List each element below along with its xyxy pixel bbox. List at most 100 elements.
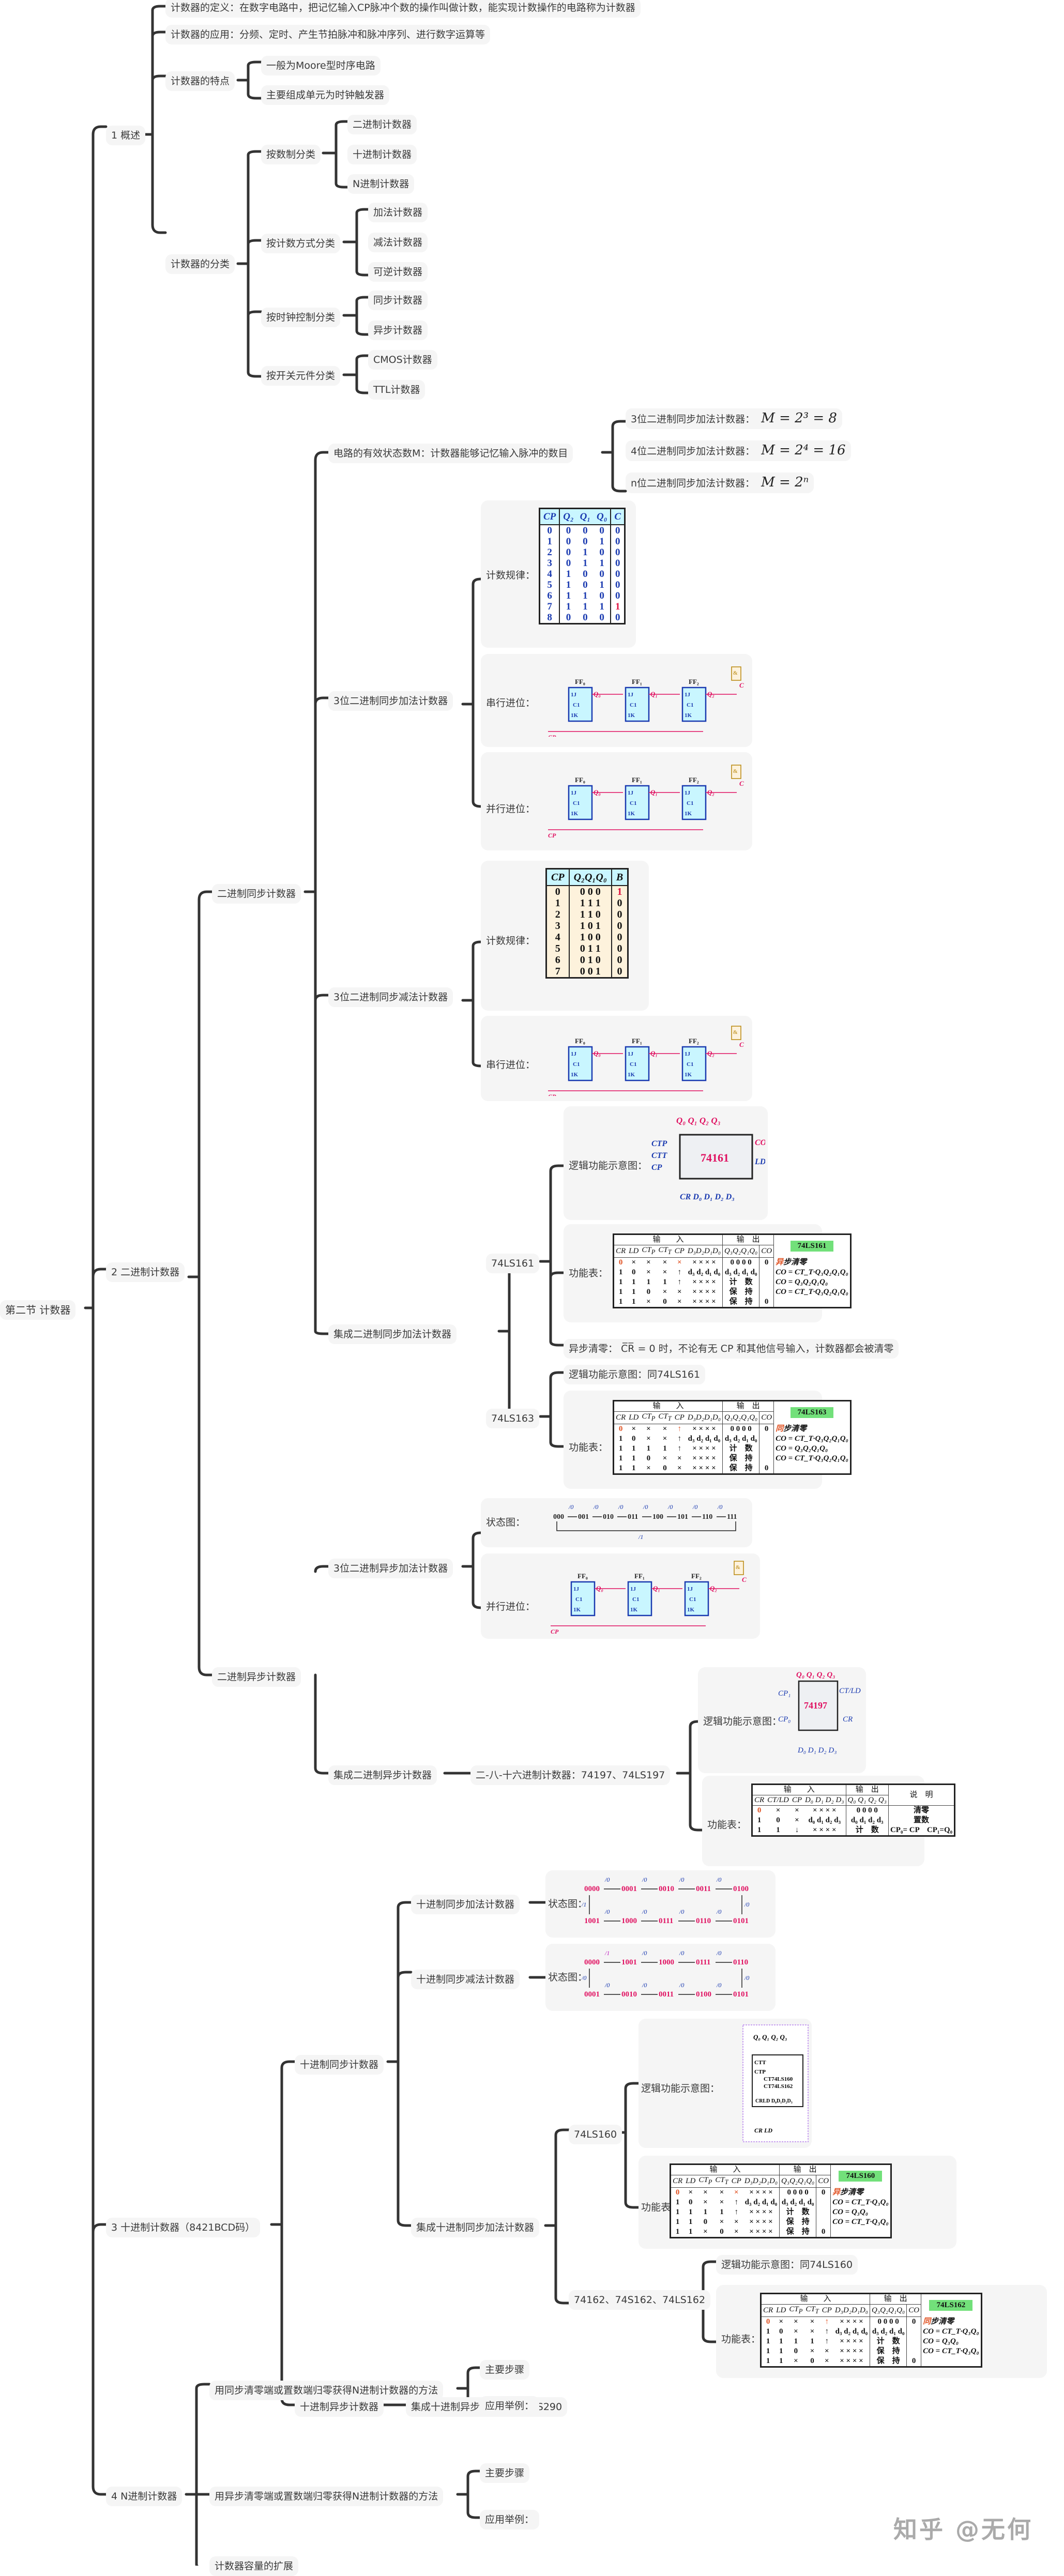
- ff-pin: C1: [687, 800, 693, 806]
- table-cell: ×: [810, 2347, 815, 2355]
- class-item[interactable]: N进制计数器: [347, 174, 415, 194]
- table-cell: 1: [618, 1278, 623, 1286]
- output-label: /1: [638, 1533, 643, 1541]
- ff-pin: 1J: [685, 790, 691, 796]
- dec-async-node[interactable]: 十进制异步计数器: [295, 2397, 384, 2417]
- ls160-node[interactable]: 74LS160: [569, 2125, 622, 2144]
- class-item[interactable]: 加法计数器: [368, 203, 428, 222]
- dec-up-node[interactable]: 十进制同步加法计数器: [411, 1895, 520, 1914]
- class-item[interactable]: 可逆计数器: [368, 262, 428, 282]
- table-cell: 0: [611, 909, 628, 920]
- state-node: 0000: [584, 1958, 600, 1967]
- table-note: CO = CT_T·Q₃Q₂Q₁Q₀: [773, 1434, 851, 1444]
- ls162-node[interactable]: 74162、74S162、74LS162: [569, 2290, 711, 2310]
- async-clear-note[interactable]: 异步清零： C̅R̅ = 0 时，不论有无 CP 和其他信号输入，计数器都会被清…: [564, 1339, 899, 1359]
- table-cell: d₃ d₂ d₁ d₀: [722, 1268, 759, 1277]
- s4-node[interactable]: 4 N进制计数器: [106, 2487, 183, 2506]
- class-item[interactable]: 同步计数器: [368, 291, 428, 310]
- dec-sync-label: 十进制同步计数器: [300, 2059, 379, 2070]
- ls163-logic-node[interactable]: 逻辑功能示意图：同74LS161: [564, 1365, 706, 1384]
- s1-definition[interactable]: 计数器的定义：在数字电路中，把记忆输入CP脉冲个数的操作叫做计数，能实现计数操作…: [165, 0, 641, 18]
- state-count-node[interactable]: 电路的有效状态数M：计数器能够记忆输入脉冲的数目: [328, 444, 573, 463]
- class-group[interactable]: 按数制分类: [261, 145, 321, 164]
- int-async-node[interactable]: 集成二进制异步计数器: [328, 1765, 437, 1785]
- table-cell: × × × ×: [840, 2347, 863, 2355]
- table-cell: 0 0 0 0: [845, 1805, 889, 1816]
- ls163-node[interactable]: 74LS163: [486, 1409, 540, 1428]
- down3-node[interactable]: 3位二进制同步减法计数器: [328, 987, 453, 1007]
- svg-text:CR: CR: [843, 1715, 853, 1724]
- table-cell: 1 0 1: [568, 920, 612, 932]
- s2-node[interactable]: 2 二进制计数器: [106, 1262, 185, 1282]
- table-cell: × × × ×: [840, 2318, 863, 2326]
- int-dec-node[interactable]: 集成十进制同步加法计数器: [411, 2218, 540, 2237]
- table-cell: 1: [618, 1464, 623, 1472]
- class-item[interactable]: TTL计数器: [368, 380, 425, 400]
- ls161-node[interactable]: 74LS161: [486, 1254, 540, 1273]
- carry-output: C: [739, 780, 744, 787]
- ff-label: FF₀: [577, 1572, 588, 1580]
- async-binary-node[interactable]: 二进制异步计数器: [212, 1667, 301, 1687]
- state-node: 000: [553, 1513, 564, 1521]
- class-item[interactable]: 异步计数器: [368, 321, 428, 340]
- table-cell: 0: [611, 897, 628, 909]
- formula-node[interactable]: 3位二进制同步加法计数器： M = 2³ = 8: [626, 408, 842, 429]
- table-cell: × × × ×: [749, 2228, 773, 2236]
- ff-pin: 1K: [630, 1607, 638, 1613]
- method-item[interactable]: 应用举例：: [480, 2510, 540, 2529]
- sync-binary-node[interactable]: 二进制同步计数器: [212, 884, 301, 904]
- state-label: 状态图：: [548, 1972, 588, 1983]
- method-item[interactable]: 主要步骤: [480, 2463, 530, 2483]
- table-cell: ×: [631, 1258, 636, 1267]
- table-cell: ×: [646, 1268, 651, 1276]
- class-group[interactable]: 按时钟控制分类: [261, 308, 341, 327]
- method-item[interactable]: 主要步骤: [480, 2360, 530, 2380]
- cp-label: CP: [548, 832, 556, 839]
- dec-sync-node[interactable]: 十进制同步计数器: [295, 2055, 384, 2075]
- class-item[interactable]: CMOS计数器: [368, 350, 437, 370]
- s1-features[interactable]: 计数器的特点: [165, 71, 235, 91]
- formula-node[interactable]: n位二进制同步加法计数器： M = 2ⁿ: [626, 472, 814, 493]
- ls162-logic-node[interactable]: 逻辑功能示意图：同74LS160: [716, 2255, 858, 2275]
- table-cell: 1: [599, 558, 604, 569]
- table-cell: 1: [547, 536, 552, 547]
- output-label: /0: [642, 1949, 647, 1957]
- method-async-node[interactable]: 用异步清零端或置数端归零获得N进制计数器的方法: [209, 2487, 444, 2506]
- method-sync-node[interactable]: 用同步清零端或置数端归零获得N进制计数器的方法: [209, 2381, 444, 2400]
- chip-74197-node[interactable]: 二-八-十六进制计数器：74197、74LS197: [470, 1765, 671, 1785]
- up3-node[interactable]: 3位二进制同步加法计数器: [328, 691, 453, 711]
- svg-text:Q₀ Q₁ Q₂ Q₃: Q₀ Q₁ Q₂ Q₃: [676, 1116, 721, 1125]
- int-sync-node[interactable]: 集成二进制同步加法计数器: [328, 1324, 457, 1344]
- table-cell: ×: [662, 1425, 667, 1433]
- root-node[interactable]: 第二节 计数器: [0, 1300, 76, 1320]
- capacity-node[interactable]: 计数器容量的扩展: [209, 2556, 299, 2576]
- async-up3-node[interactable]: 3位二进制异步加法计数器: [328, 1559, 453, 1578]
- method-item-label: 应用举例：: [485, 2514, 535, 2525]
- class-item[interactable]: 二进制计数器: [347, 115, 417, 134]
- class-item[interactable]: 减法计数器: [368, 233, 428, 252]
- feature-item[interactable]: 主要组成单元为时钟触发器: [261, 85, 390, 105]
- formula-label: 3位二进制同步加法计数器：: [631, 414, 755, 425]
- table-cell: 0: [663, 1464, 667, 1472]
- table-cell: ×: [810, 2318, 815, 2326]
- s1-classification[interactable]: 计数器的分类: [165, 254, 235, 274]
- formula-node[interactable]: 4位二进制同步加法计数器： M = 2⁴ = 16: [626, 440, 851, 461]
- class-group[interactable]: 按计数方式分类: [261, 234, 341, 253]
- table-cell: ↑: [677, 1278, 682, 1286]
- method-item[interactable]: 应用举例：: [480, 2396, 540, 2416]
- item-label: 可逆计数器: [373, 266, 423, 278]
- feature-item[interactable]: 一般为Moore型时序电路: [261, 56, 381, 75]
- table-cell: 1: [618, 1444, 623, 1453]
- dec-down-node[interactable]: 十进制同步减法计数器: [411, 1970, 520, 1989]
- s1-application[interactable]: 计数器的应用：分频、定时、产生节拍脉冲和脉冲序列、进行数字运算等: [165, 25, 491, 44]
- class-item[interactable]: 十进制计数器: [347, 145, 417, 164]
- svg-text:74197: 74197: [804, 1700, 827, 1711]
- s1-node[interactable]: 1 概述: [106, 126, 146, 145]
- s3-node[interactable]: 3 十进制计数器（8421BCD码）: [106, 2218, 261, 2237]
- output-label: /0: [642, 1908, 647, 1915]
- class-group[interactable]: 按开关元件分类: [261, 366, 341, 386]
